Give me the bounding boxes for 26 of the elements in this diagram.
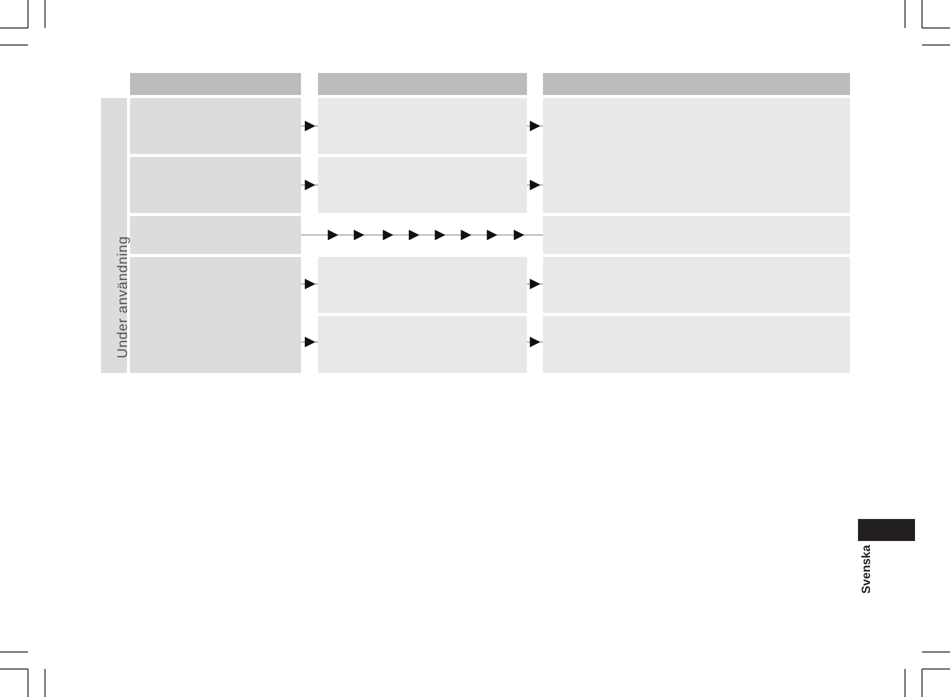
- table-cell: [543, 316, 850, 373]
- table-cell: [543, 73, 850, 95]
- table-cell: [543, 257, 850, 313]
- table-cell: [130, 157, 301, 213]
- table-cell: [318, 157, 527, 213]
- arrow: [300, 180, 318, 190]
- table-cell: [318, 73, 527, 95]
- arrow: [300, 120, 318, 132]
- arrow: [526, 278, 544, 290]
- table-cell: [130, 98, 301, 154]
- table-cell: [543, 98, 850, 213]
- table-cell: [318, 98, 527, 154]
- arrow: [300, 278, 318, 290]
- table-cell: [543, 216, 850, 254]
- table-cell: [318, 257, 527, 313]
- table-cell: [318, 316, 527, 373]
- row-group-label: Under användning: [114, 236, 130, 358]
- table-cell: [130, 257, 301, 373]
- table-cell: [130, 73, 301, 95]
- arrow: [300, 230, 544, 240]
- arrow: [526, 120, 544, 132]
- arrow: [526, 180, 544, 190]
- arrow: [300, 336, 318, 348]
- arrow: [526, 336, 544, 348]
- language-tab-label: Svenska: [859, 545, 873, 594]
- table-cell: [130, 216, 301, 254]
